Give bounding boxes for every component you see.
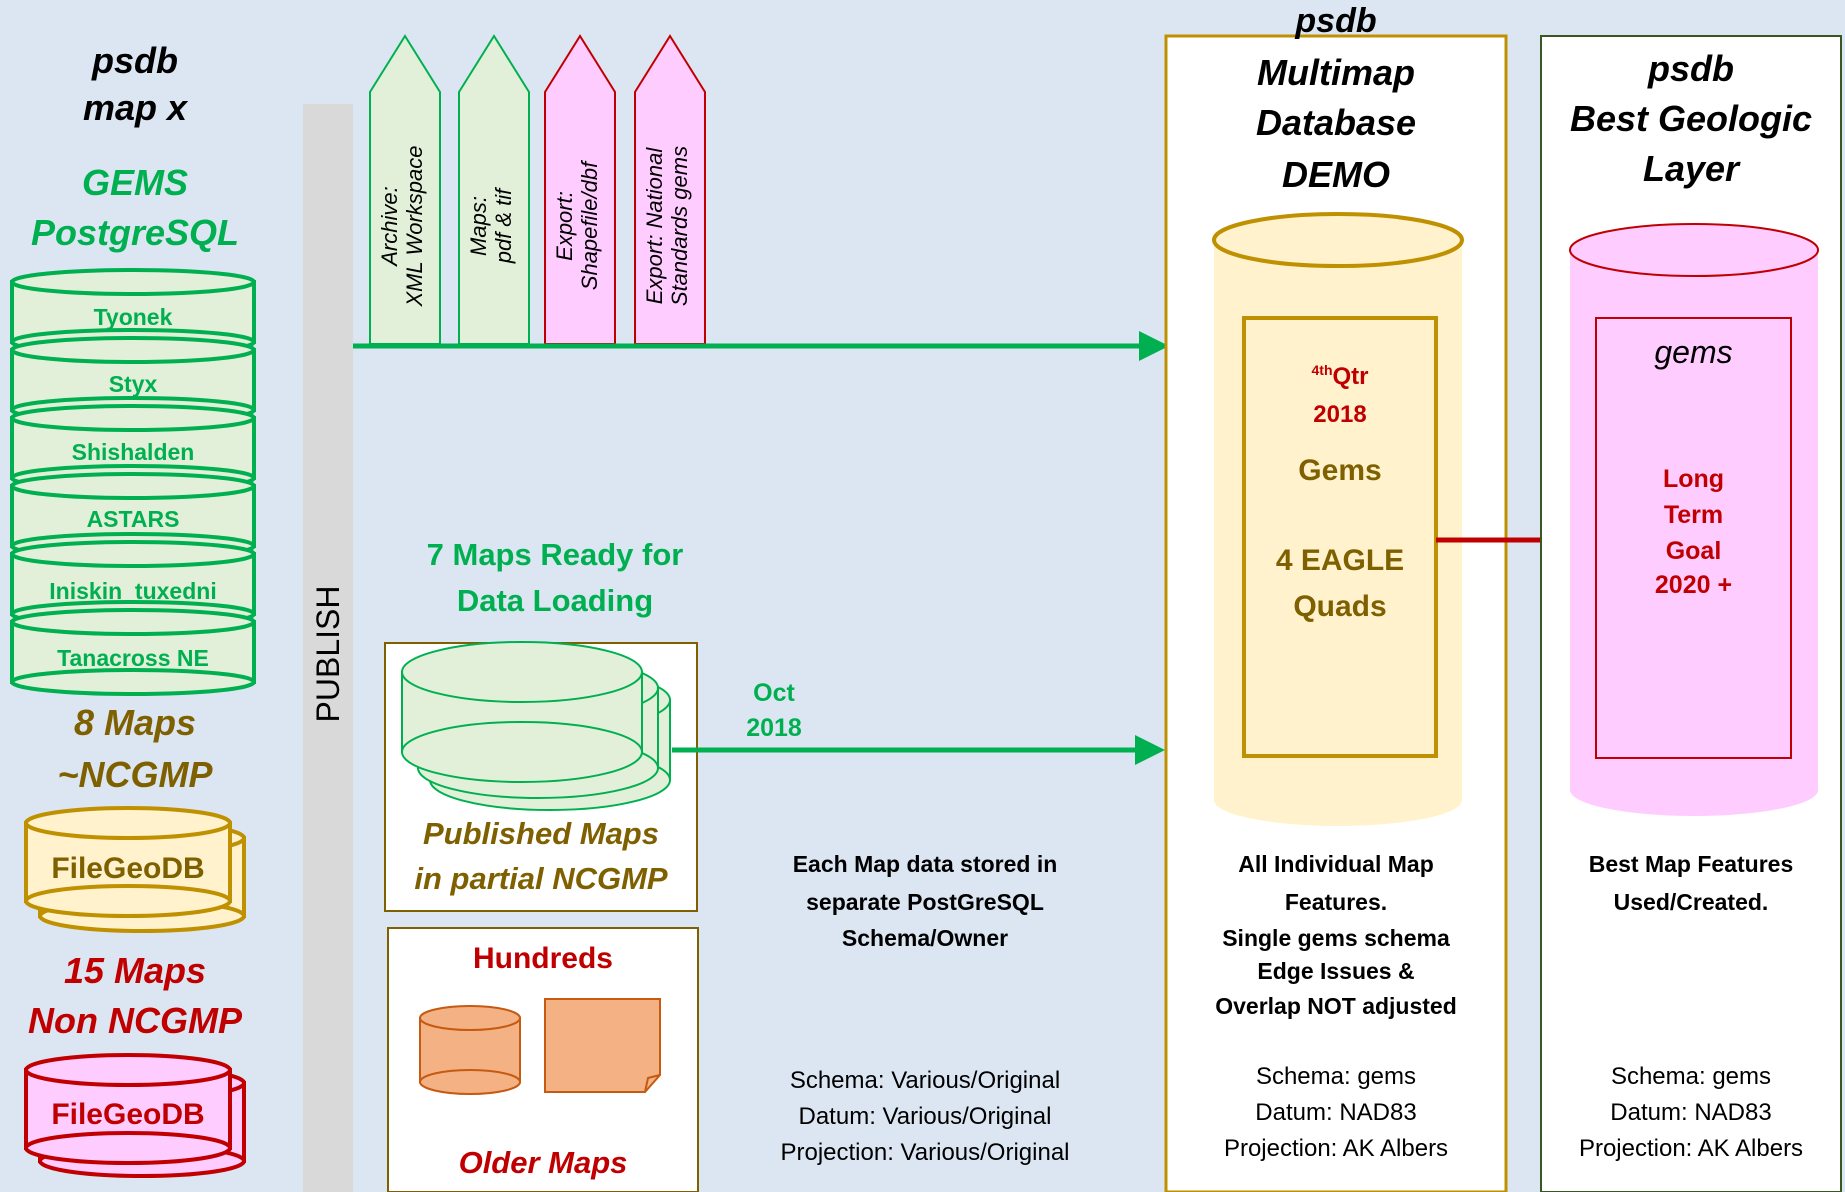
best-projection: Projection: AK Albers (1578, 1135, 1804, 1162)
export-label-shapefile: Export:Shapefile/dbf (552, 161, 603, 291)
multimap-schema: Schema: gems (1255, 1063, 1417, 1090)
non-ncgmp-label-line2: Non NCGMP (28, 1000, 242, 1041)
multimap-projection: Projection: AK Albers (1223, 1135, 1449, 1162)
database-cylinder (10, 608, 256, 696)
older-database-icon (419, 1005, 521, 1095)
gems-label-line1: GEMS (81, 162, 188, 203)
best-datum: Datum: NAD83 (1610, 1099, 1772, 1126)
hundreds-label: Hundreds (472, 942, 613, 975)
ready-line1: 7 Maps Ready for (426, 537, 684, 572)
best-title-line3: Layer (1642, 148, 1740, 189)
best-desc-line2: Used/Created. (1613, 889, 1769, 915)
export-label-maps: Maps:pdf & tif (466, 188, 517, 264)
oct-label: Oct (753, 679, 795, 707)
multimap-eagle-line1: 4 EAGLE (1275, 544, 1405, 577)
db-label-astars: ASTARS (86, 506, 180, 532)
filegeodb-ncgmp-label: FileGeoDB (51, 852, 205, 885)
multimap-desc-line4: Edge Issues & (1257, 958, 1415, 984)
best-schema: Schema: gems (1610, 1063, 1772, 1090)
goal-line2: Term (1663, 501, 1724, 529)
gems-label-line2: PostgreSQL (30, 212, 240, 253)
storage-line1: Each Map data stored in (792, 851, 1058, 877)
storage-line3: Schema/Owner (841, 925, 1009, 951)
multimap-desc-line3: Single gems schema (1222, 925, 1450, 951)
db-label-tanacross: Tanacross NE (57, 645, 209, 671)
published-maps-stack-icon (401, 641, 671, 811)
multimap-title-line1: psdb (1295, 2, 1377, 40)
ready-line2: Data Loading (456, 583, 654, 618)
best-desc-line1: Best Map Features (1588, 851, 1794, 877)
db-label-shishalden: Shishalden (71, 439, 195, 465)
filegeodb-ncgmp-icon (24, 806, 246, 933)
db-label-tyonek: Tyonek (93, 304, 173, 330)
best-title-line2: Best Geologic (1569, 98, 1813, 139)
multimap-eagle-line2: Quads (1293, 590, 1387, 623)
middle-schema: Schema: Various/Original (789, 1067, 1061, 1094)
multimap-desc-line2: Features. (1284, 889, 1388, 915)
left-title-line2: map x (82, 87, 188, 128)
published-line2: in partial NCGMP (414, 861, 668, 896)
best-gems: gems (1654, 334, 1733, 370)
goal-line1: Long (1662, 465, 1725, 493)
storage-line2: separate PostGreSQL (806, 889, 1044, 915)
multimap-title-line2: Multimap (1257, 52, 1415, 93)
multimap-datum: Datum: NAD83 (1255, 1099, 1417, 1126)
older-document-icon (544, 998, 661, 1093)
filegeodb-non-label: FileGeoDB (51, 1098, 205, 1131)
left-title-line1: psdb (92, 40, 178, 81)
export-arrows (369, 34, 706, 345)
older-maps-label: Older Maps (458, 1145, 628, 1180)
db-label-styx: Styx (108, 371, 158, 397)
multimap-year: 2018 (1313, 401, 1367, 428)
gems-database-stack (10, 268, 256, 696)
middle-datum: Datum: Various/Original (798, 1103, 1052, 1130)
multimap-title-line4: DEMO (1282, 154, 1390, 195)
goal-line3: Goal (1665, 537, 1722, 565)
non-ncgmp-label-line1: 15 Maps (63, 950, 207, 991)
best-title-line1: psdb (1648, 48, 1734, 89)
multimap-inner-box (1242, 316, 1438, 758)
multimap-title-line3: Database (1255, 102, 1417, 143)
published-line1: Published Maps (423, 816, 659, 851)
filegeodb-non-ncgmp-icon (24, 1053, 246, 1178)
ncgmp-label-line1: 8 Maps (73, 702, 197, 743)
best-layer-cylinder (1569, 223, 1819, 816)
ncgmp-label-line2: ~NCGMP (57, 754, 213, 795)
multimap-desc-line5: Overlap NOT adjusted (1215, 993, 1457, 1019)
middle-projection: Projection: Various/Original (780, 1139, 1070, 1166)
multimap-cylinder (1212, 212, 1464, 826)
export-label-archive: Archive:XML Workspace (377, 145, 428, 307)
publish-label: PUBLISH (310, 585, 346, 723)
publish-bar (303, 104, 353, 1192)
multimap-quarter: 4thQtr (1311, 362, 1369, 390)
oct-year-label: 2018 (746, 714, 802, 742)
goal-line4: 2020 + (1654, 571, 1733, 599)
multimap-desc-line1: All Individual Map (1238, 851, 1434, 877)
multimap-gems: Gems (1298, 454, 1382, 487)
best-layer-inner-box (1595, 317, 1792, 759)
db-label-iniskin: Iniskin_tuxedni (49, 578, 217, 604)
